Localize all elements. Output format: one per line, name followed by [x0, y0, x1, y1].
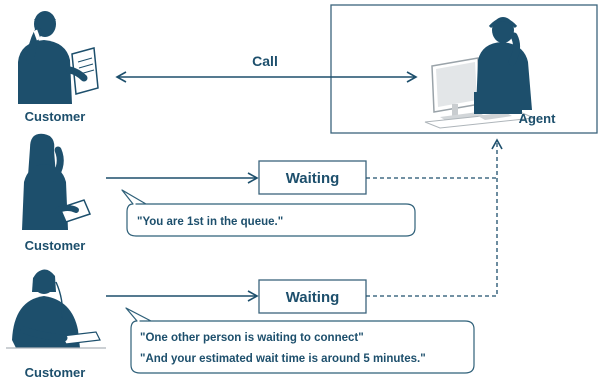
call-label: Call: [252, 53, 278, 69]
customer-2-label: Customer: [25, 238, 86, 253]
agent-label: Agent: [519, 111, 557, 126]
customer-phone-tablet-icon: [18, 11, 99, 104]
agent-headset-computer-icon: [424, 17, 536, 129]
speech-bubble-2: [125, 307, 475, 374]
waiting-box-1: [258, 160, 367, 195]
waiting-box-2-label: Waiting: [286, 289, 340, 306]
speech-bubble-1: [121, 189, 416, 237]
waiting-box-2: [258, 279, 367, 314]
customer-1-label: Customer: [25, 109, 86, 124]
waiting-box-1-label: Waiting: [286, 170, 340, 187]
customer-3-label: Customer: [25, 365, 86, 380]
dashed-connector-2: [366, 138, 503, 297]
customer-headset-desk-icon: [6, 269, 106, 349]
speech-bubble-1-text: "You are 1st in the queue.": [137, 216, 283, 228]
customer-woman-phone-icon: [22, 133, 92, 230]
speech-bubble-2-line-2: "And your estimated wait time is around …: [140, 353, 426, 365]
speech-bubble-2-line-1: "One other person is waiting to connect": [140, 332, 364, 344]
